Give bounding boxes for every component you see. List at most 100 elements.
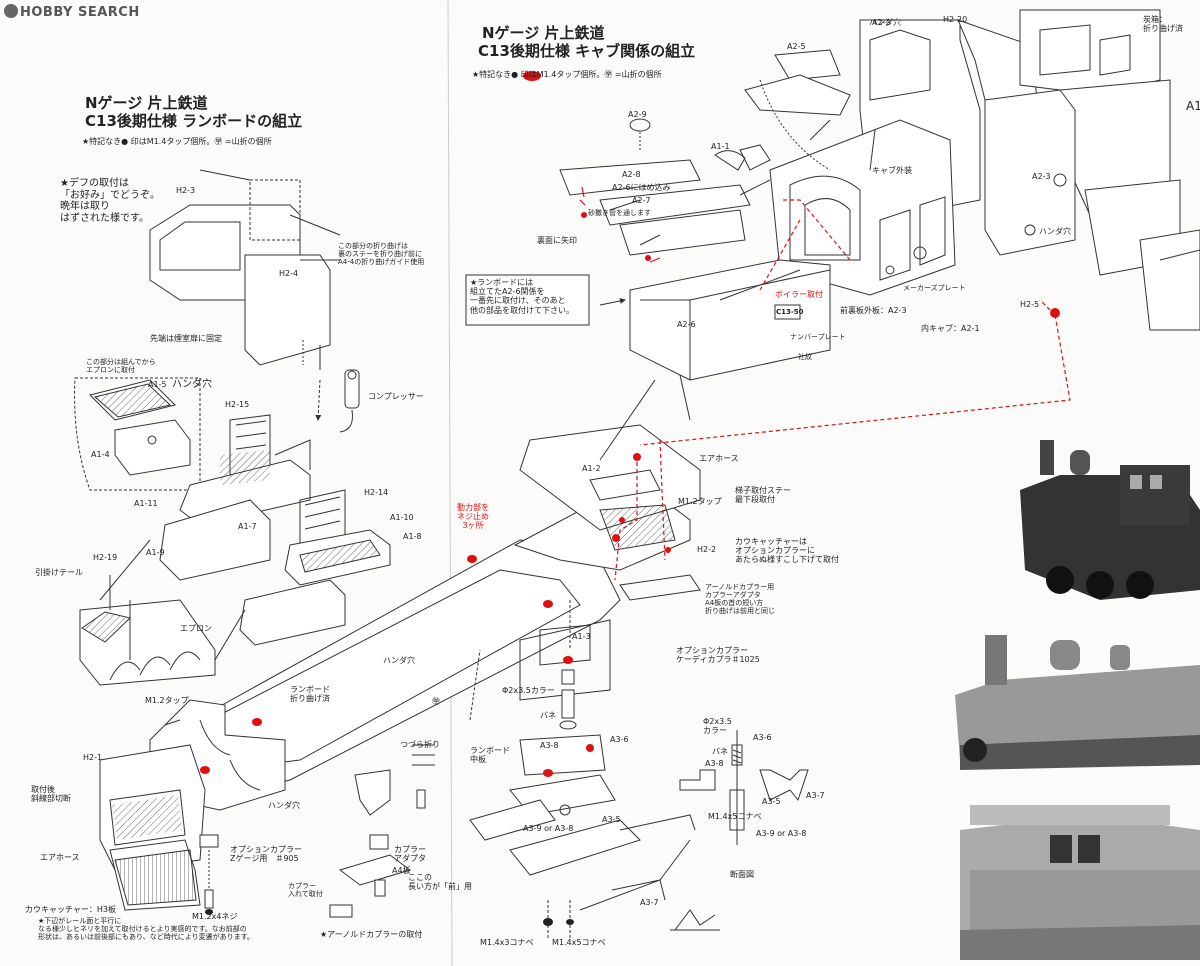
part-a1-8: A1-8: [403, 532, 422, 541]
label-solder-hole-3: ハンダ穴: [268, 801, 300, 810]
label-maker-plate: メーカーズプレート: [903, 284, 966, 292]
label-coupler-adapter: カプラー アダプタ: [394, 845, 426, 864]
part-a3-5: A3-5: [602, 815, 621, 824]
label-air-hose-right: エアホース: [699, 454, 739, 463]
label-front-plate: 前裏板外板：A2-3: [840, 306, 907, 315]
label-yama-1: ㊫: [432, 697, 440, 706]
note-runboard-first: ★ランボードには 組立てたA2-6関係を 一番先に取付け、そのあと 他の部品を取…: [470, 278, 574, 315]
label-coupler-insert: カプラー 入れて取付: [288, 882, 323, 899]
label-m12-tap-left: M1.2タップ: [145, 696, 189, 705]
right-title-2: C13後期仕様 キャブ関係の組立: [478, 42, 696, 60]
label-air-hose-left: エアホース: [40, 853, 80, 862]
part-h2-20: H2-20: [943, 15, 968, 24]
part-a1-1: A1-1: [711, 142, 730, 151]
left-legend: ★特記なき● 印はM1.4タップ個所。㊫ =山折の個所: [82, 137, 272, 146]
label-option-coupler-z: オプションカプラー Zゲージ用 ＃905: [230, 845, 302, 864]
part-a2-8: A2-8: [622, 170, 641, 179]
note-tip: 先端は煙室扉に固定: [150, 334, 222, 343]
part-a3-5-section: A3-5: [762, 797, 781, 806]
part-a1-10: A1-10: [390, 513, 414, 522]
label-tsuzura: つづら折り: [400, 740, 440, 749]
label-front-long: ここの 長い方が「前」用: [408, 873, 472, 892]
part-a3-6: A3-6: [610, 735, 629, 744]
label-solder-hole-4: ハンダ穴: [869, 18, 901, 27]
label-inner-cab: 内キャブ：A2-1: [921, 324, 980, 333]
left-title-2: C13後期仕様 ランボードの組立: [85, 112, 303, 130]
locomotive-photo-top: [1000, 420, 1200, 600]
part-a2-3: A2-3: [1032, 172, 1051, 181]
note-apron-pre: この部分は組んでから エプロンに取付: [86, 358, 156, 375]
part-a1-2: A1-2: [582, 464, 601, 473]
label-runboard-mid: ランボード 中板: [470, 746, 510, 765]
label-cut-after: 取付後 斜線部切断: [31, 785, 71, 804]
left-title-1: Nゲージ 片上鉄道: [85, 94, 208, 112]
locomotive-photo-bottom: [950, 790, 1200, 966]
label-emblem: 社紋: [798, 353, 812, 361]
part-a2-2: A2-2: [872, 18, 891, 27]
note-deflector: ★デフの取付は 「お好み」でどうぞ。 晩年は取り はずされた様です。: [60, 178, 160, 224]
label-arnold-mount: ★アーノルドカプラーの取付: [320, 930, 423, 939]
part-a3-8: A3-8: [540, 741, 559, 750]
part-a4: A4板: [392, 866, 411, 875]
watermark-logo: HOBBY SEARCH: [4, 4, 140, 20]
label-coal-box: 炭箱： 折り曲げ済: [1143, 15, 1183, 34]
label-hikikake: 引掛けテール: [35, 568, 83, 577]
label-cowcatcher-note: カウキャッチャーは オプションカプラーに あたらぬ様すこし下げて取付: [735, 537, 839, 565]
part-a1-right-edge: A1: [1186, 99, 1200, 113]
watermark-mark-icon: [4, 4, 18, 18]
label-runboard-folded: ランボード 折り曲げ済: [290, 685, 330, 704]
part-a2-7: A2-7: [632, 196, 651, 205]
part-a2-5: A2-5: [787, 42, 806, 51]
right-legend: ★特記なき● 印はM1.4タップ個所。㊫ =山折の個所: [472, 70, 662, 79]
right-title-1: Nゲージ 片上鉄道: [482, 24, 605, 42]
label-solder-hole-5: ハンダ穴: [1039, 227, 1071, 236]
label-section-spring: バネ: [712, 747, 728, 756]
part-h2-14: H2-14: [364, 488, 389, 497]
label-m14x5: M1.4x5コナベ: [552, 938, 606, 947]
part-a1-9: A1-9: [146, 548, 165, 557]
part-h2-19: H2-19: [93, 553, 118, 562]
label-section-collar: Φ2x3.5 カラー: [703, 717, 732, 736]
label-a26-fit: A2-6にはめ込み: [612, 183, 671, 192]
note-fold-a44: この部分の折り曲げは 裏のステーを折り曲げ前に A4-4の折り曲げガイド使用: [338, 242, 425, 267]
label-a39-or-a38-section: A3-9 or A3-8: [756, 829, 807, 838]
label-arnold-adapter: アーノルドカプラー用 カプラーアダプタ A4板の首の短い方 折り曲げは前用と同じ: [705, 583, 775, 616]
part-a1-3: A1-3: [572, 632, 591, 641]
note-bottom: ★下辺がレール面と平行に なる様少しヒネリを加えて取付けるとより実感的です。なお…: [38, 917, 254, 942]
label-cab-outer: キャブ外装: [872, 166, 912, 175]
part-a1-5: A1-5: [148, 380, 167, 389]
label-collar: Φ2x3.5カラー: [502, 686, 555, 695]
label-m12-tap-right: M1.2タップ: [678, 497, 722, 506]
part-h2-3: H2-3: [176, 186, 196, 195]
label-compressor: コンプレッサー: [368, 392, 424, 401]
watermark-text: HOBBY SEARCH: [20, 5, 140, 20]
part-a1-4: A1-4: [91, 450, 110, 459]
label-ladder-stay: 梯子取付ステー 最下段取付: [735, 486, 791, 505]
part-a1-7: A1-7: [238, 522, 257, 531]
part-a1-11: A1-11: [134, 499, 158, 508]
part-a3-8-section: A3-8: [705, 759, 724, 768]
label-cowcatcher: カウキャッチャー：H3板: [25, 905, 117, 914]
label-boiler-mount: ボイラー取付: [775, 290, 823, 299]
label-m14x3: M1.4x3コナベ: [480, 938, 534, 947]
label-section: 断面図: [730, 870, 754, 879]
label-drive-screw: 動力部を ネジ止め 3ヶ所: [457, 503, 489, 531]
label-back-arrow: 裏面に矢印: [537, 236, 577, 245]
label-solder-hole-2: ハンダ穴: [383, 656, 415, 665]
part-h2-1: H2-1: [83, 753, 103, 762]
part-h2-5: H2-5: [1020, 300, 1040, 309]
part-a3-7: A3-7: [640, 898, 659, 907]
label-solder-hole-1: ハンダ穴: [172, 379, 212, 390]
number-plate-text: C13-50: [776, 308, 804, 316]
locomotive-photo-middle: [940, 625, 1200, 775]
label-option-coupler-kd: オプションカプラー ケーディカプラ＃1025: [676, 646, 760, 665]
part-h2-2: H2-2: [697, 545, 717, 554]
part-a3-6-section: A3-6: [753, 733, 772, 742]
label-spring: バネ: [540, 711, 556, 720]
label-number-plate: ナンバープレート: [790, 333, 846, 341]
label-m14x5-section: M1.4x5コナベ: [708, 812, 762, 821]
label-sand-pipe: 砂撒き管を通します: [588, 209, 651, 217]
label-apron: エプロン: [180, 624, 212, 633]
